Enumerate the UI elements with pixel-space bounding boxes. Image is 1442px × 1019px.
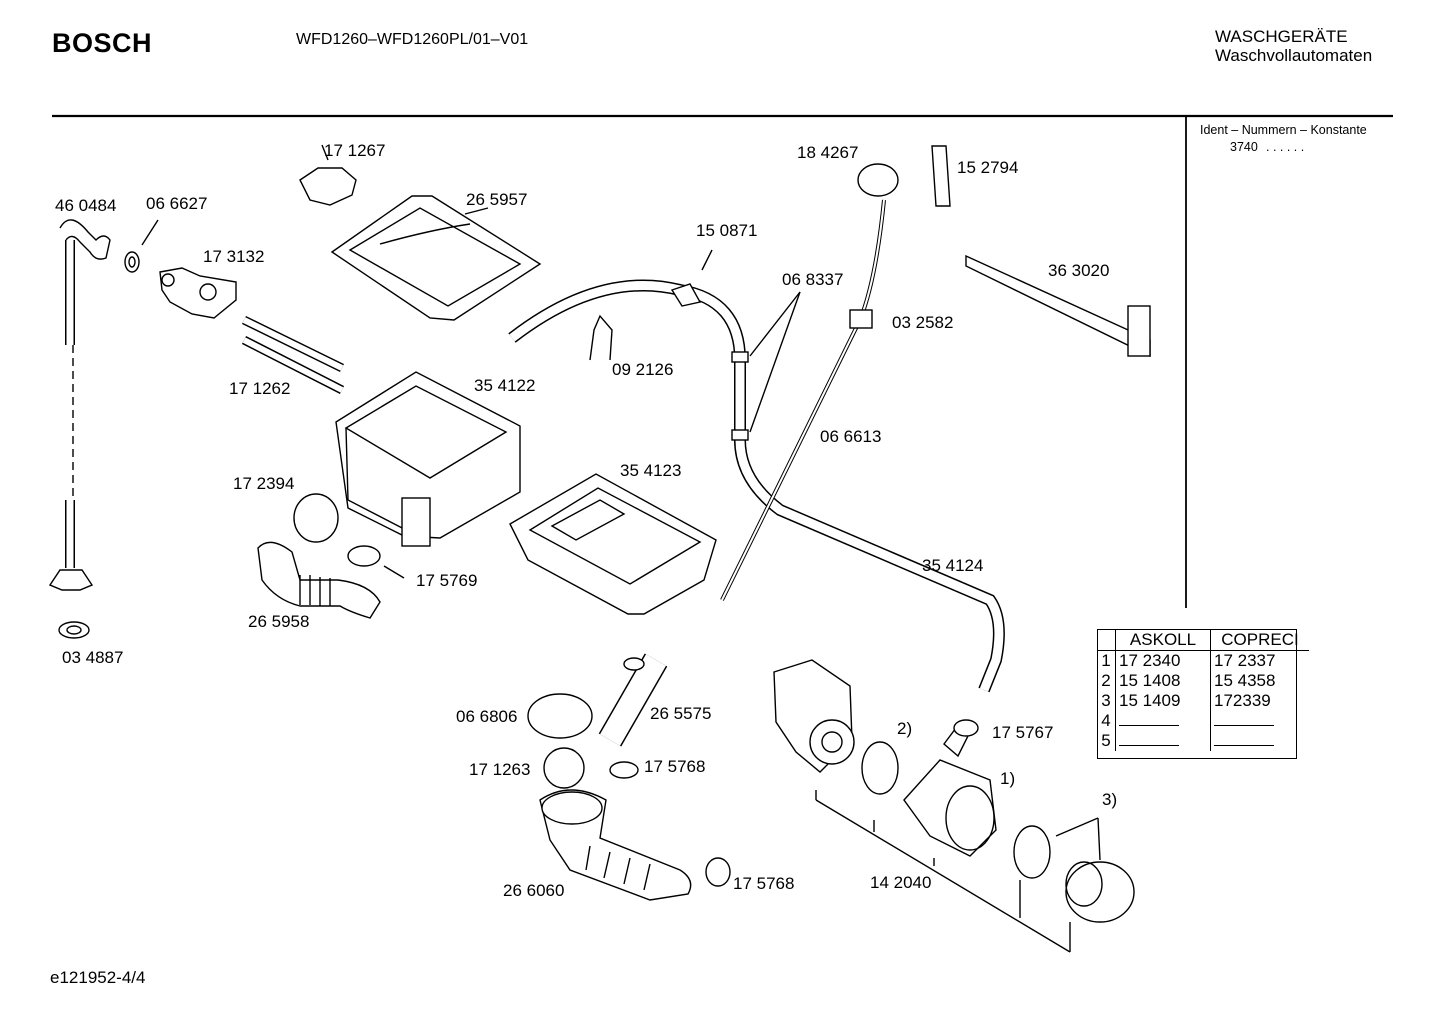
valve-part: [159, 267, 237, 319]
part-label: 26 6060: [503, 881, 565, 900]
copreci-cell: 17 2337: [1214, 651, 1276, 670]
part-label: 46 0484: [55, 196, 117, 215]
table-row: 4: [1097, 711, 1309, 731]
sump-hose-part: [539, 789, 692, 901]
part-label: 26 5957: [466, 190, 528, 209]
header-askoll: ASKOLL: [1115, 630, 1211, 651]
part-label: 03 2582: [892, 313, 954, 332]
part-label: 15 2794: [957, 158, 1019, 177]
clamp-upper-part: [609, 761, 639, 779]
cover-part: [330, 195, 542, 321]
pump-ring-part: [861, 741, 899, 795]
part-label: 03 4887: [62, 648, 124, 667]
header-copreci: COPRECI: [1210, 630, 1309, 651]
small-clamp-part: [953, 719, 979, 737]
part-label: 17 1262: [229, 379, 291, 398]
part-label: 06 6613: [820, 427, 882, 446]
part-label: 17 1263: [469, 760, 531, 779]
callout-3: 3): [1102, 790, 1118, 809]
part-label: 26 5958: [248, 612, 310, 631]
askoll-cell-blank: [1115, 711, 1211, 731]
ball-part: [543, 747, 585, 789]
callout-1: 1): [1000, 769, 1016, 788]
part-label: 15 0871: [696, 221, 758, 240]
bellows-part: [257, 541, 381, 619]
filter-part: [1065, 861, 1135, 923]
row-number: 4: [1097, 711, 1116, 731]
ring-part: [527, 693, 593, 739]
part-label: 35 4122: [474, 376, 536, 395]
part-label: 17 5768: [644, 757, 706, 776]
part-label: 35 4124: [922, 556, 984, 575]
kit-leader-lines: [815, 790, 1101, 953]
askoll-cell: 15 1409: [1115, 691, 1211, 711]
category-title: WASCHGERÄTE: [1215, 27, 1348, 46]
part-label: 14 2040: [870, 873, 932, 892]
clamp-lower-part: [705, 857, 731, 887]
copreci-cell-blank: [1211, 731, 1310, 751]
table-row: 5: [1097, 731, 1309, 751]
part-label: 06 6627: [146, 194, 208, 213]
row-number: 5: [1097, 731, 1116, 751]
detergent-drawer-part: [509, 473, 717, 615]
pump-housing-part: [903, 727, 997, 857]
table-corner: [1097, 630, 1116, 651]
part-label: 06 8337: [782, 270, 844, 289]
part-label: 17 5768: [733, 874, 795, 893]
brand-logo: BOSCH: [52, 28, 153, 58]
rail-part: [965, 254, 1151, 358]
model-number: WFD1260–WFD1260PL/01–V01: [296, 31, 529, 48]
category-subtitle: Waschvollautomaten: [1215, 46, 1373, 65]
askoll-cell: 15 1408: [1115, 671, 1211, 691]
main-hose-part: [508, 249, 1005, 693]
copreci-cell: 172339: [1214, 691, 1271, 710]
askoll-cell: 17 2340: [1115, 650, 1211, 671]
sensor-bracket-part: [931, 145, 951, 207]
part-label: 17 1267: [324, 141, 386, 160]
row-number: 2: [1097, 671, 1116, 691]
clamp-part: [347, 545, 405, 579]
supplier-table: ASKOLL COPRECI 1 17 2340 17 2337 2 15 14…: [1097, 630, 1309, 751]
clip-part: [299, 144, 357, 206]
part-label: 18 4267: [797, 143, 859, 162]
supplier-table-header: ASKOLL COPRECI: [1097, 630, 1309, 651]
part-label: 36 3020: [1048, 261, 1110, 280]
drawing-id: e121952-4/4: [50, 968, 146, 987]
part-label: 26 5575: [650, 704, 712, 723]
bracket-part: [589, 314, 613, 361]
table-row: 3 15 1409 172339: [1097, 691, 1309, 711]
part-label: 35 4123: [620, 461, 682, 480]
pressure-switch-part: [720, 163, 899, 601]
ident-dots: . . . . . .: [1266, 140, 1305, 154]
part-label: 06 6806: [456, 707, 518, 726]
row-number: 3: [1097, 691, 1116, 711]
ring-seal-part: [293, 493, 339, 543]
part-label: 17 5767: [992, 723, 1054, 742]
part-label: 09 2126: [612, 360, 674, 379]
part-label: 17 2394: [233, 474, 295, 493]
filter-seal-part: [1013, 825, 1051, 879]
callout-2: 2): [897, 719, 913, 738]
inlet-hose-part: [48, 219, 111, 591]
table-row: 1 17 2340 17 2337: [1097, 650, 1309, 671]
part-label: 17 5769: [416, 571, 478, 590]
ident-value: 3740: [1230, 140, 1258, 154]
row-number: 1: [1097, 650, 1116, 671]
ident-title: Ident – Nummern – Konstante: [1200, 123, 1367, 137]
drawer-housing-part: [335, 371, 521, 547]
washer-part: [58, 621, 90, 639]
breather-hose-part: [598, 653, 668, 747]
copreci-cell: 15 4358: [1214, 671, 1276, 690]
seal-part: [124, 219, 159, 273]
askoll-cell-blank: [1115, 731, 1211, 751]
rods-part: [241, 315, 345, 395]
part-label: 17 3132: [203, 247, 265, 266]
table-row: 2 15 1408 15 4358: [1097, 671, 1309, 691]
pump-motor-part: [773, 659, 855, 773]
copreci-cell-blank: [1211, 711, 1310, 731]
